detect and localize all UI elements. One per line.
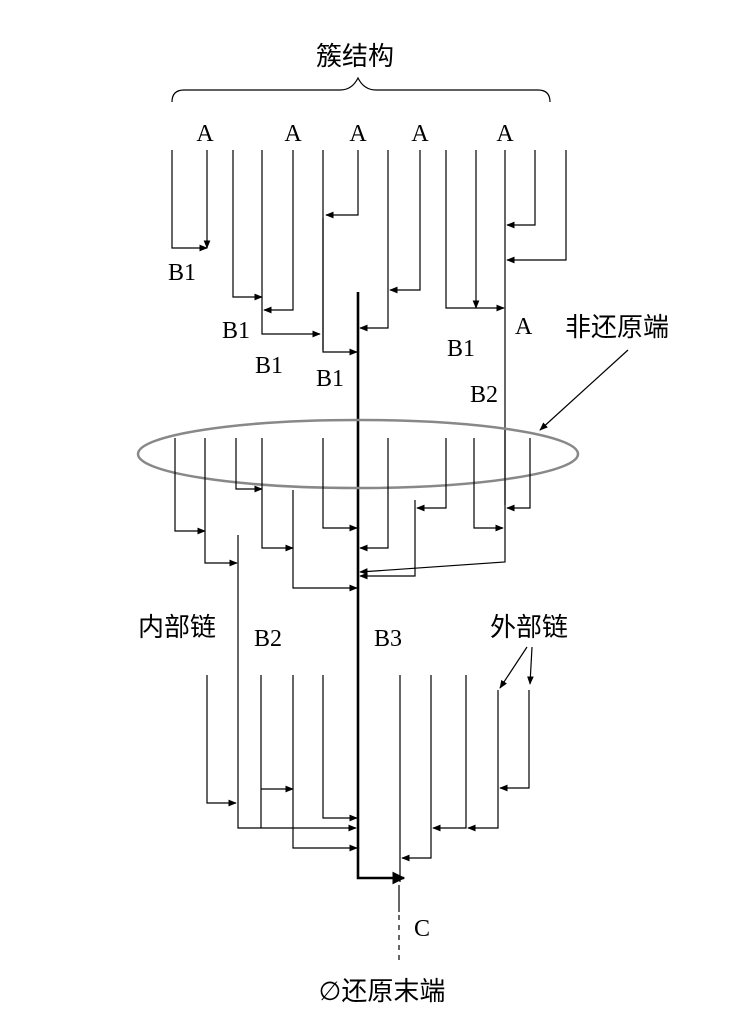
label-a-5: A	[496, 121, 514, 147]
cluster-brace	[171, 76, 551, 103]
label-a-1: A	[196, 121, 214, 147]
reducing-end-label: ∅还原末端	[319, 977, 446, 1007]
nonreducing-end-pointer	[539, 349, 629, 431]
inner-chain-label: 内部链	[138, 613, 216, 643]
backbone-chain-b3	[356, 292, 406, 885]
outer-chain-label: 外部链	[490, 613, 568, 643]
label-b1-2: B1	[222, 318, 250, 344]
label-b2-inner: B2	[254, 626, 282, 652]
cluster-structure-title: 簇结构	[316, 42, 394, 72]
upper-cluster-chains	[171, 150, 567, 575]
label-b3: B3	[374, 626, 402, 652]
label-b2-upper: B2	[470, 382, 498, 408]
label-a-4: A	[411, 121, 429, 147]
nonreducing-end-label: 非还原端	[565, 313, 669, 343]
label-b1-4: B1	[316, 366, 344, 392]
label-b1-5: B1	[447, 336, 475, 362]
outer-chain-pointer-1	[499, 646, 528, 689]
label-c: C	[414, 916, 430, 942]
inner-chain-b2-long	[237, 535, 357, 832]
label-a-3: A	[349, 121, 367, 147]
lower-cluster-chains	[206, 675, 530, 882]
label-b1-3: B1	[255, 353, 283, 379]
middle-cluster-chains	[174, 430, 531, 592]
nonreducing-end-ellipse	[136, 418, 580, 490]
label-a-2: A	[284, 121, 302, 147]
label-a-side: A	[515, 314, 533, 340]
label-b1-1: B1	[168, 260, 196, 286]
outer-chain-pointer-2	[527, 646, 534, 685]
